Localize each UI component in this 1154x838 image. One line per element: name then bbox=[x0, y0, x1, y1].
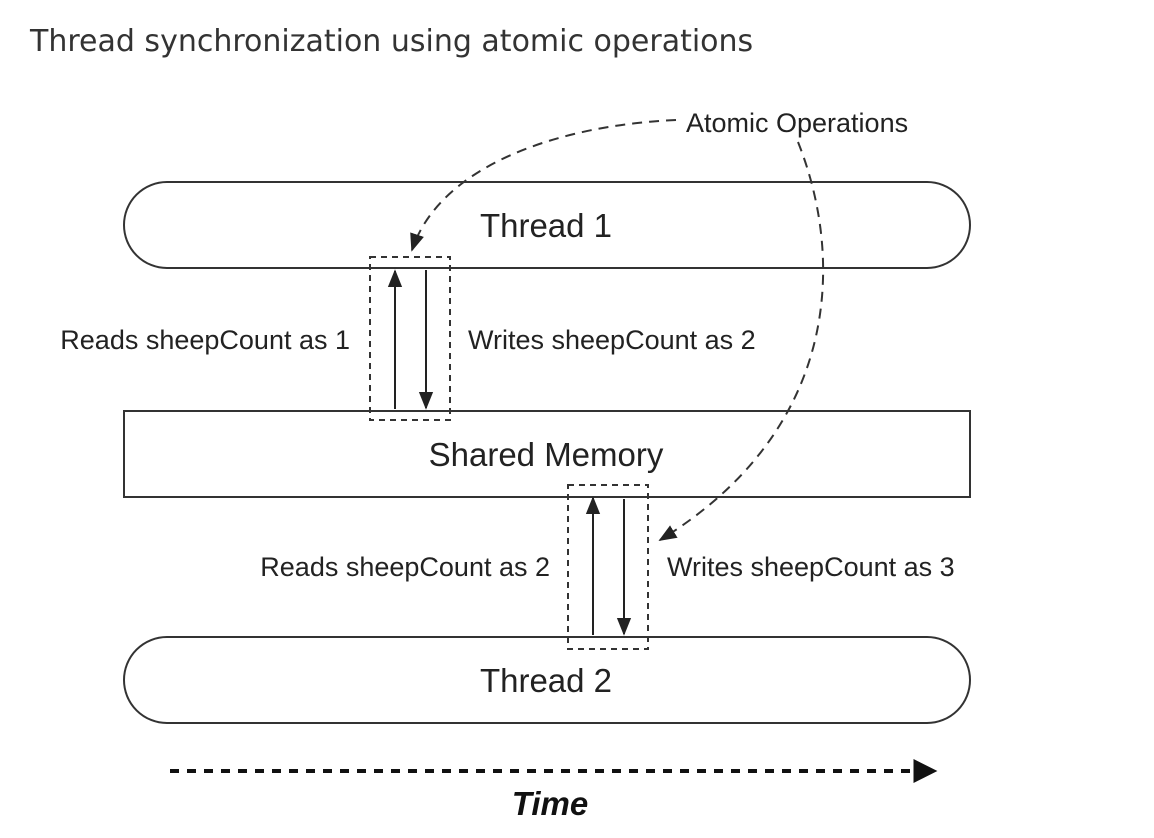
thread-2-label: Thread 2 bbox=[480, 662, 612, 699]
thread-1-label: Thread 1 bbox=[480, 207, 612, 244]
shared-memory-label: Shared Memory bbox=[429, 436, 664, 473]
atomic-operations-callout-label: Atomic Operations bbox=[686, 108, 908, 138]
thread-1-read-label: Reads sheepCount as 1 bbox=[60, 325, 350, 355]
atomic-operation-box-1 bbox=[369, 256, 451, 421]
thread-1-write-label: Writes sheepCount as 2 bbox=[468, 325, 756, 355]
thread-2-read-label: Reads sheepCount as 2 bbox=[260, 552, 550, 582]
shared-memory-box bbox=[123, 410, 971, 498]
page-title: Thread synchronization using atomic oper… bbox=[30, 24, 754, 59]
callout-arrow-to-thread-2 bbox=[658, 141, 824, 541]
time-label: Time bbox=[512, 785, 588, 822]
atomic-operation-box-2 bbox=[567, 484, 649, 650]
thread-1-box bbox=[123, 181, 971, 269]
thread-2-write-label: Writes sheepCount as 3 bbox=[667, 552, 955, 582]
callout-arrow-to-thread-1 bbox=[410, 119, 677, 252]
thread-2-box bbox=[123, 636, 971, 724]
